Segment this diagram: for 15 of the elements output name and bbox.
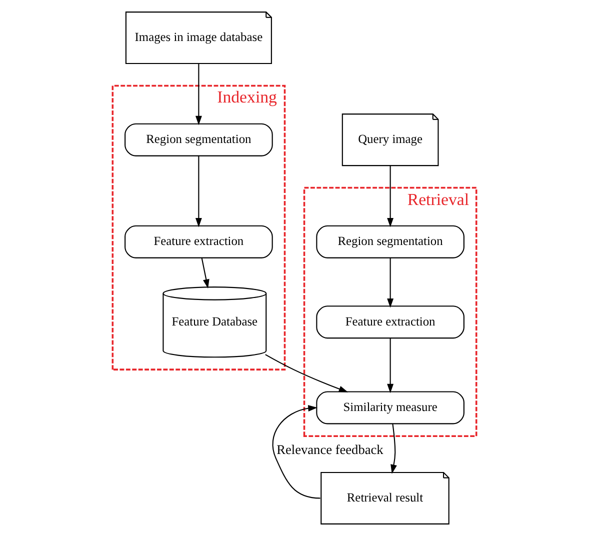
arrow [195,64,202,126]
node-box: Similarity measure [316,391,464,424]
arrow [387,258,394,308]
arrow [387,338,394,394]
arrow [195,156,202,228]
node-box: Feature extraction [316,306,464,339]
node-box: Feature extraction [124,225,273,258]
node-box: Region segmentation [124,123,273,156]
arrow [272,405,320,499]
arrow [201,258,210,289]
arrow [390,424,397,474]
edge-label: Relevance feedback [276,442,384,457]
node-box: Region segmentation [316,225,464,258]
arrow [265,354,348,392]
arrow [387,166,394,228]
